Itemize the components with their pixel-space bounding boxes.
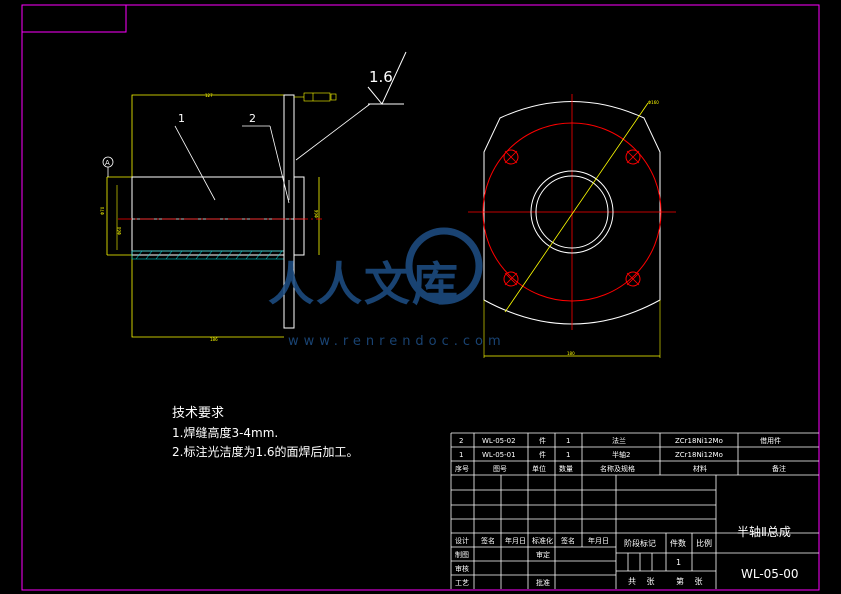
overall-length-extension: [131, 255, 284, 338]
sign-role2: 标准化: [532, 536, 553, 545]
sign-date2: 年月日: [588, 536, 609, 545]
side-view: Φ160 180: [468, 94, 676, 358]
tol-datum: [330, 93, 337, 101]
section-mark: A: [105, 159, 110, 167]
bom-header-qty: 数量: [559, 464, 573, 473]
bolt-hole: [625, 271, 641, 287]
sign-role: 审核: [455, 564, 469, 573]
count-value: 1: [676, 558, 681, 567]
dim-left-label-2: Φ60: [117, 226, 122, 235]
title-block-text: 2 WL-05-02 件 1 法兰 ZCr18Ni12Mo 借用件 1 WL-0…: [455, 436, 786, 587]
sign-role2: 审定: [536, 550, 550, 559]
sheet-total: 共 张: [628, 577, 659, 586]
dim-left-label: Φ70: [100, 206, 105, 215]
title-block: [450, 432, 819, 589]
bom-header-remark: 备注: [772, 464, 786, 473]
callout-2: 2: [249, 112, 256, 125]
sign-role2: 批准: [536, 578, 550, 587]
sign-role: 工艺: [455, 579, 469, 587]
bolt-hole: [503, 271, 519, 287]
sign-name2: 签名: [561, 536, 575, 545]
bom-remark: 借用件: [760, 436, 781, 445]
dim-bottom: 186: [210, 337, 218, 342]
section-view: 127 186 Φ70 Φ60 Φ66 1.6: [100, 51, 407, 342]
drawing-number: WL-05-00: [741, 567, 799, 581]
callout-2-leader: [269, 125, 290, 204]
tech-req-title: 技术要求: [172, 406, 224, 421]
bom-unit: 件: [539, 436, 546, 445]
bom-seq: 1: [459, 451, 463, 459]
hub-outer: [530, 170, 614, 254]
bom-code: WL-05-01: [482, 451, 516, 459]
hub-inner: [535, 175, 609, 249]
scale-label: 比例: [696, 538, 712, 548]
bolt-hole: [625, 149, 641, 165]
dim-right-label: Φ66: [314, 209, 319, 218]
sign-role: 制图: [455, 550, 469, 559]
bom-header-unit: 单位: [532, 464, 546, 473]
shaft-body: [131, 176, 285, 256]
dim-bolt-circle: Φ160: [648, 100, 659, 105]
bom-unit: 件: [539, 450, 546, 459]
dim-width-label: 180: [567, 351, 575, 356]
bom-header-name: 名称及规格: [600, 464, 635, 473]
count-label: 件数: [670, 538, 686, 548]
tolerance-frame: [303, 92, 331, 102]
sheet-no: 第 张: [676, 576, 707, 586]
bom-code: WL-05-02: [482, 437, 516, 445]
bom-name: 法兰: [612, 436, 626, 445]
diameter-leader: [504, 102, 649, 313]
bom-qty: 1: [566, 451, 570, 459]
watermark-ring: [405, 227, 483, 305]
bom-seq: 2: [459, 437, 463, 445]
bom-header-seq: 序号: [455, 464, 469, 473]
roughness-leader: [295, 103, 371, 161]
sign-name: 签名: [481, 536, 495, 545]
stage-label: 阶段标记: [624, 538, 656, 548]
overall-height-extension: [131, 94, 284, 177]
bolt-holes: [503, 149, 641, 287]
sign-date: 年月日: [505, 536, 526, 545]
bom-header-material: 材料: [693, 464, 707, 473]
watermark-logo-text: 人人文库: [268, 257, 460, 311]
callout-1: 1: [178, 112, 185, 125]
watermark-url: www.renrendoc.com: [288, 334, 506, 349]
callout-1-leader: [174, 125, 216, 201]
dim-top: 127: [205, 93, 213, 98]
bom-qty: 1: [566, 437, 570, 445]
flange-boss: [293, 176, 305, 256]
tech-req-item: 1.焊缝高度3-4mm.: [172, 425, 278, 440]
sign-role: 设计: [455, 536, 469, 545]
tech-req-item: 2.标注光洁度为1.6的面焊后加工。: [172, 444, 359, 459]
bom-name: 半轴2: [612, 450, 630, 459]
roughness-value: 1.6: [369, 68, 393, 86]
bom-material: ZCr18Ni12Mo: [675, 451, 723, 459]
bolt-hole: [503, 149, 519, 165]
part-name: 半轴Ⅱ总成: [737, 524, 791, 539]
bom-material: ZCr18Ni12Mo: [675, 437, 723, 445]
sheet-border: [21, 4, 820, 591]
bom-header-code: 图号: [493, 465, 507, 473]
corner-code-box: [21, 4, 127, 33]
watermark: 人人文库 www.renrendoc.com: [268, 227, 506, 349]
